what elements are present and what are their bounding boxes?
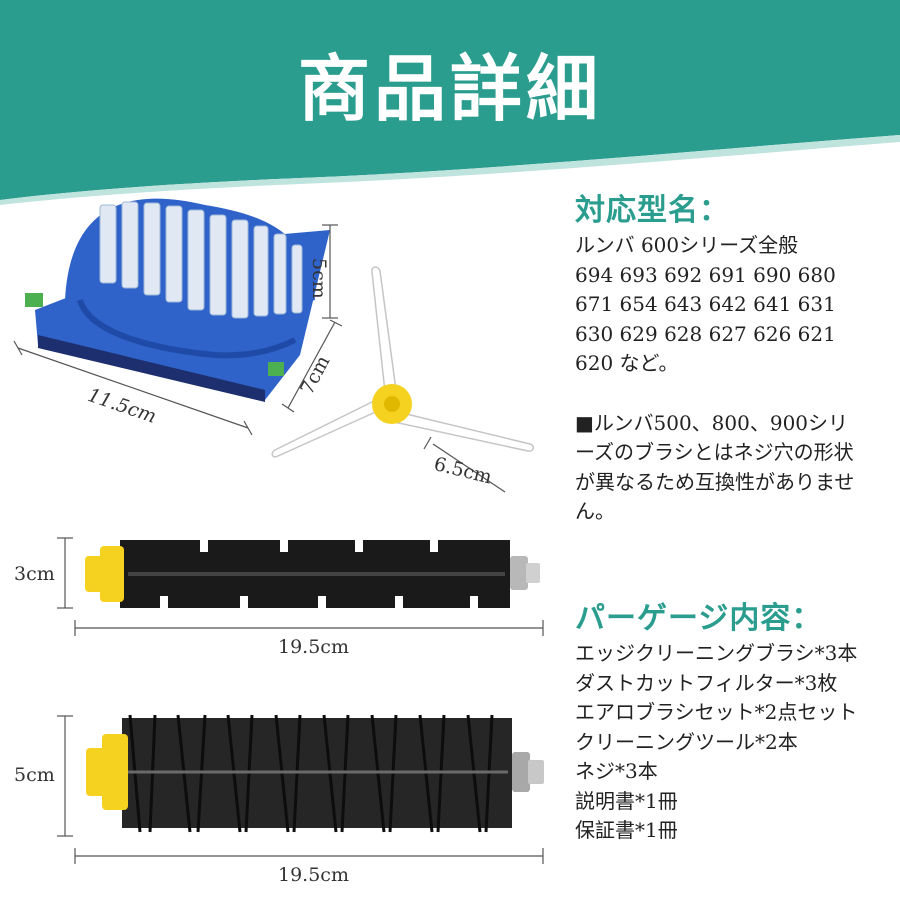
compatibility-note-line: ■ルンバ500、800、900シリ xyxy=(575,410,849,435)
side-brush-dimension-line xyxy=(423,436,506,493)
compatibility-note-line: ーズのブラシとはネジ穴の形状 xyxy=(575,440,854,464)
package-item: クリーニングツール*2本 xyxy=(575,729,798,754)
dust-filter-image xyxy=(25,198,330,402)
compatible-line: 630 629 628 627 626 621 xyxy=(575,321,836,346)
filter-dimension-lines xyxy=(13,224,343,436)
beater-roller-length-label: 19.5cm xyxy=(278,864,349,886)
header-banner: 商品詳細 xyxy=(0,0,900,210)
compatibility-note-line: ん。 xyxy=(575,499,615,523)
package-contents-section: パーゲージ内容： エッジクリーニングブラシ*3本 ダストカットフィルター*3枚 … xyxy=(575,593,857,846)
compatible-line: 694 693 692 691 690 680 xyxy=(575,262,836,287)
package-item: エッジクリーニングブラシ*3本 xyxy=(575,641,858,665)
compatible-models-heading: 対応型名： xyxy=(575,193,730,228)
package-item: ダストカットフィルター*3枚 xyxy=(575,670,838,695)
bristle-roller-length-label: 19.5cm xyxy=(278,636,349,658)
beater-roller-height-label: 5cm xyxy=(14,764,55,786)
side-brush-image xyxy=(271,266,535,458)
beater-roller-dimension-lines xyxy=(57,715,544,864)
package-item: エアロブラシセット*2点セット xyxy=(575,700,858,724)
bristle-roller-dimension-lines xyxy=(57,537,544,636)
bristle-roller-height-label: 3cm xyxy=(14,563,55,585)
compatible-line: 671 654 643 642 641 631 xyxy=(575,292,836,316)
compatible-line: ルンバ 600シリーズ全般 xyxy=(575,233,799,257)
package-item: 説明書*1冊 xyxy=(575,788,678,813)
banner-title: 商品詳細 xyxy=(297,46,602,131)
package-item: ネジ*3本 xyxy=(575,759,658,783)
package-contents-heading: パーゲージ内容： xyxy=(575,601,823,636)
beater-roller-image xyxy=(86,714,544,833)
bristle-roller-image xyxy=(85,540,540,608)
compatibility-note-line: が異なるため互換性がありませ xyxy=(575,469,855,494)
compatible-models-section: 対応型名： ルンバ 600シリーズ全般 694 693 692 691 690 … xyxy=(575,185,854,527)
filter-height-label: 5cm xyxy=(308,258,330,299)
compatible-line: 620 など。 xyxy=(575,351,679,375)
banner-background xyxy=(0,0,900,205)
package-item: 保証書*1冊 xyxy=(575,818,678,842)
